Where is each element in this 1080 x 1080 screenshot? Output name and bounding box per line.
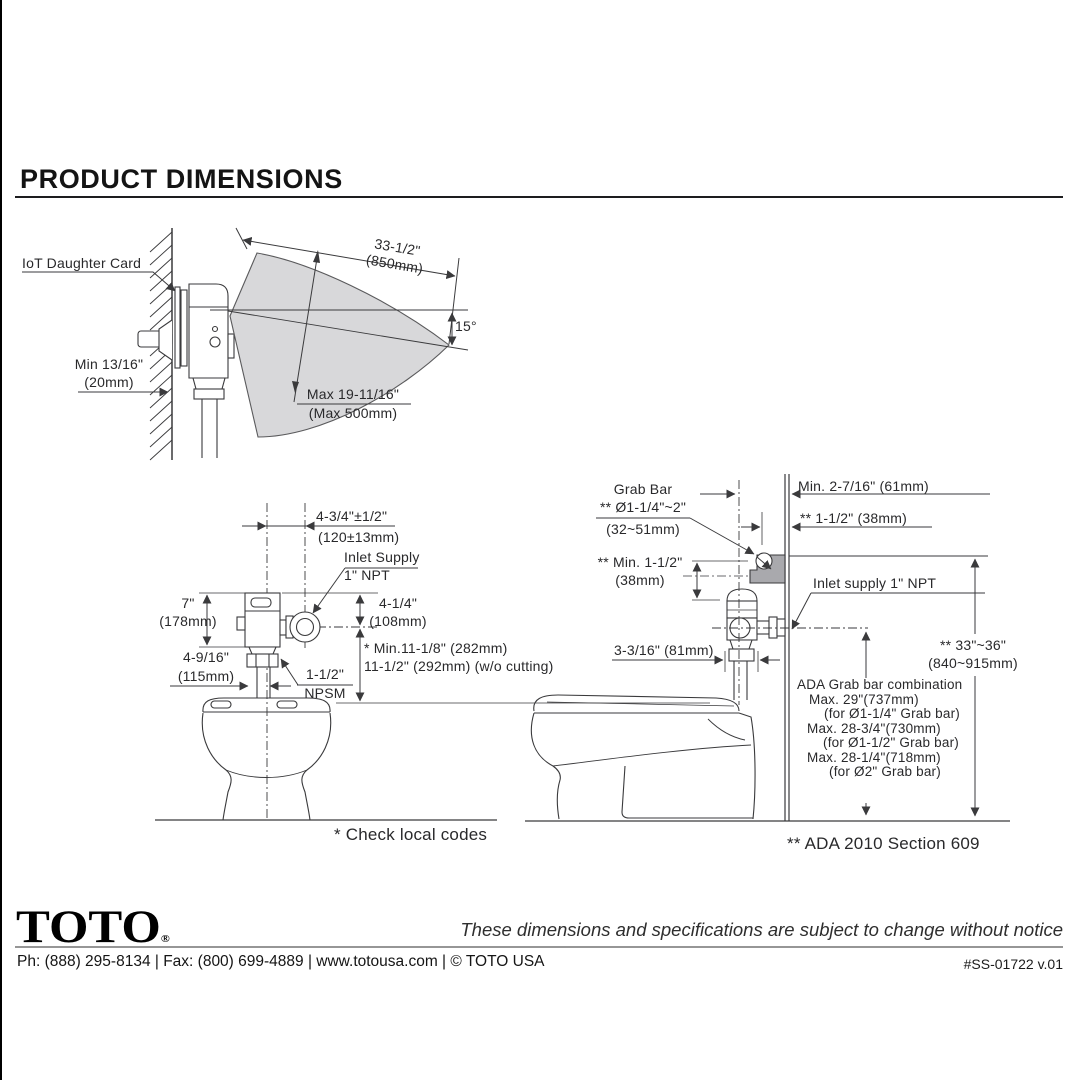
inlet-leader	[312, 567, 346, 614]
label-line: Max. 29"(737mm)	[809, 691, 919, 707]
front-view-drawing	[155, 503, 710, 821]
label-line: 4-9/16"	[182, 649, 230, 665]
toto-logo: TOTO®	[16, 900, 170, 954]
page-title: PRODUCT DIMENSIONS	[20, 164, 343, 194]
ada-section-note: ** ADA 2010 Section 609	[787, 834, 980, 853]
mount-bracket	[158, 319, 173, 361]
local-codes-note: * Check local codes	[334, 825, 488, 844]
offset-dim-mm: (120±13mm)	[318, 529, 400, 545]
toto-logo-text: TOTO	[16, 901, 161, 953]
offset-dim-inches: 4-3/4"±1/2"	[316, 508, 388, 524]
label-line: (38mm)	[615, 572, 665, 588]
disclaimer-text: These dimensions and specifications are …	[460, 919, 1063, 940]
toilet-bowl-left	[201, 712, 232, 821]
wall-offset-38-label: ** 1-1/2" (38mm)	[800, 510, 907, 526]
grab-bar-label-mm: (32~51mm)	[606, 521, 680, 537]
side-centerlines	[683, 480, 868, 705]
inlet-coupling	[289, 611, 321, 643]
sensor-window	[250, 597, 272, 608]
label-line: ADA Grab bar combination	[797, 677, 963, 692]
label-line: NPSM	[304, 685, 346, 701]
label-line: (for Ø1-1/2" Grab bar)	[823, 735, 959, 750]
label-line: (for Ø1-1/4" Grab bar)	[824, 706, 960, 721]
label-line: Max. 28-3/4"(730mm)	[807, 720, 941, 736]
label-line: 1" NPT	[344, 567, 390, 583]
document-number: #SS-01722 v.01	[963, 956, 1063, 972]
registered-mark: ®	[160, 933, 170, 945]
label-line: (for Ø2" Grab bar)	[829, 764, 941, 779]
label-line: ** Ø1-1/4"~2"	[599, 499, 687, 515]
contact-info: Ph: (888) 295-8134 | Fax: (800) 699-4889…	[17, 953, 545, 970]
label-line: Min 13/16"	[74, 356, 144, 372]
toilet-bowl-right	[301, 712, 332, 821]
front-dimensions	[170, 521, 710, 704]
label-line: 1-1/2"	[305, 666, 345, 682]
label-line: Inlet Supply	[344, 549, 420, 565]
wall-line	[784, 474, 790, 821]
flush-pipe	[256, 667, 271, 698]
label-line: ** Min. 1-1/2"	[597, 554, 683, 570]
label-line: * Min.11-1/8" (282mm)	[364, 640, 508, 656]
label-line: Grab Bar	[613, 481, 673, 497]
beam-angle-label: 15°	[455, 318, 477, 334]
side-dimensions	[596, 489, 990, 817]
iot-leader	[22, 271, 176, 292]
spud-size-label: 1-1/2" NPSM	[296, 665, 354, 703]
label-line: 11-1/2" (292mm) (w/o cutting)	[364, 658, 554, 674]
clearance-label: ** Min. 1-1/2" (38mm)	[590, 553, 690, 589]
label-line: Max. 28-1/4"(718mm)	[807, 749, 941, 765]
flush-pipe-side	[733, 661, 748, 700]
mount-height-label: ** 33"~36" (840~915mm)	[924, 636, 1022, 672]
valve-depth-label: 3-3/16" (81mm)	[614, 642, 714, 658]
wall-offset-label: Min 13/16" (20mm)	[66, 355, 152, 391]
label-line: Max 19-11/16"	[306, 386, 400, 402]
inlet-supply-side-label: Inlet supply 1" NPT	[813, 575, 937, 591]
min-height-label: * Min.11-1/8" (282mm) 11-1/2" (292mm) (w…	[364, 639, 553, 675]
drop-dim-label: 4-1/4" (108mm)	[366, 594, 430, 630]
footer-rule	[15, 946, 1063, 948]
label-line: (115mm)	[177, 668, 235, 684]
inlet-leader-side	[791, 592, 812, 630]
valve-head-side	[726, 588, 758, 602]
grab-bar	[755, 552, 773, 570]
title-rule	[15, 196, 1063, 198]
toilet-seat	[202, 697, 331, 713]
beam-width-dim	[293, 251, 319, 403]
grabbar-leader	[689, 517, 755, 555]
valve-body-front	[244, 592, 281, 648]
inlet-supply-label: Inlet Supply 1" NPT	[344, 548, 420, 584]
daughter-card	[174, 286, 181, 369]
side-view-drawing	[525, 474, 1010, 822]
min-wall-label: Min. 2-7/16" (61mm)	[798, 478, 929, 494]
beam-lower-axis	[227, 310, 469, 351]
front-linework	[155, 592, 497, 821]
spud-width-label: 4-9/16" (115mm)	[166, 648, 246, 686]
valve-height-label: 7" (178mm)	[158, 594, 218, 630]
iot-daughter-card-label: IoT Daughter Card	[22, 255, 142, 271]
ada-combination-label: ADA Grab bar combination Max. 29"(737mm)…	[797, 677, 963, 780]
spud-nut	[246, 653, 279, 668]
beam-length-dim	[242, 236, 456, 280]
page-left-border	[0, 0, 2, 1080]
label-line: (840~915mm)	[928, 655, 1018, 671]
inlet-pipe-side	[756, 620, 770, 635]
label-line: (Max 500mm)	[308, 405, 398, 421]
label-line: 4-1/4"	[378, 595, 418, 611]
label-line: (20mm)	[84, 374, 134, 390]
toilet-seat-side	[533, 694, 740, 712]
valve-body	[188, 283, 229, 379]
label-line: (178mm)	[159, 613, 217, 629]
label-line: 7"	[181, 595, 195, 611]
sensor-range-drawing	[22, 227, 469, 461]
spud-leader	[280, 658, 299, 686]
sensor-dimensions	[22, 227, 460, 405]
label-line: ** 33"~36"	[939, 637, 1007, 653]
beam-width-arrows	[292, 250, 320, 393]
valve-pipe	[201, 399, 218, 458]
grab-bar-label: Grab Bar ** Ø1-1/4"~2"	[592, 480, 694, 516]
beam-width-label: Max 19-11/16" (Max 500mm)	[294, 385, 412, 423]
label-line: (108mm)	[369, 613, 427, 629]
toilet-bowl-side	[530, 712, 561, 820]
